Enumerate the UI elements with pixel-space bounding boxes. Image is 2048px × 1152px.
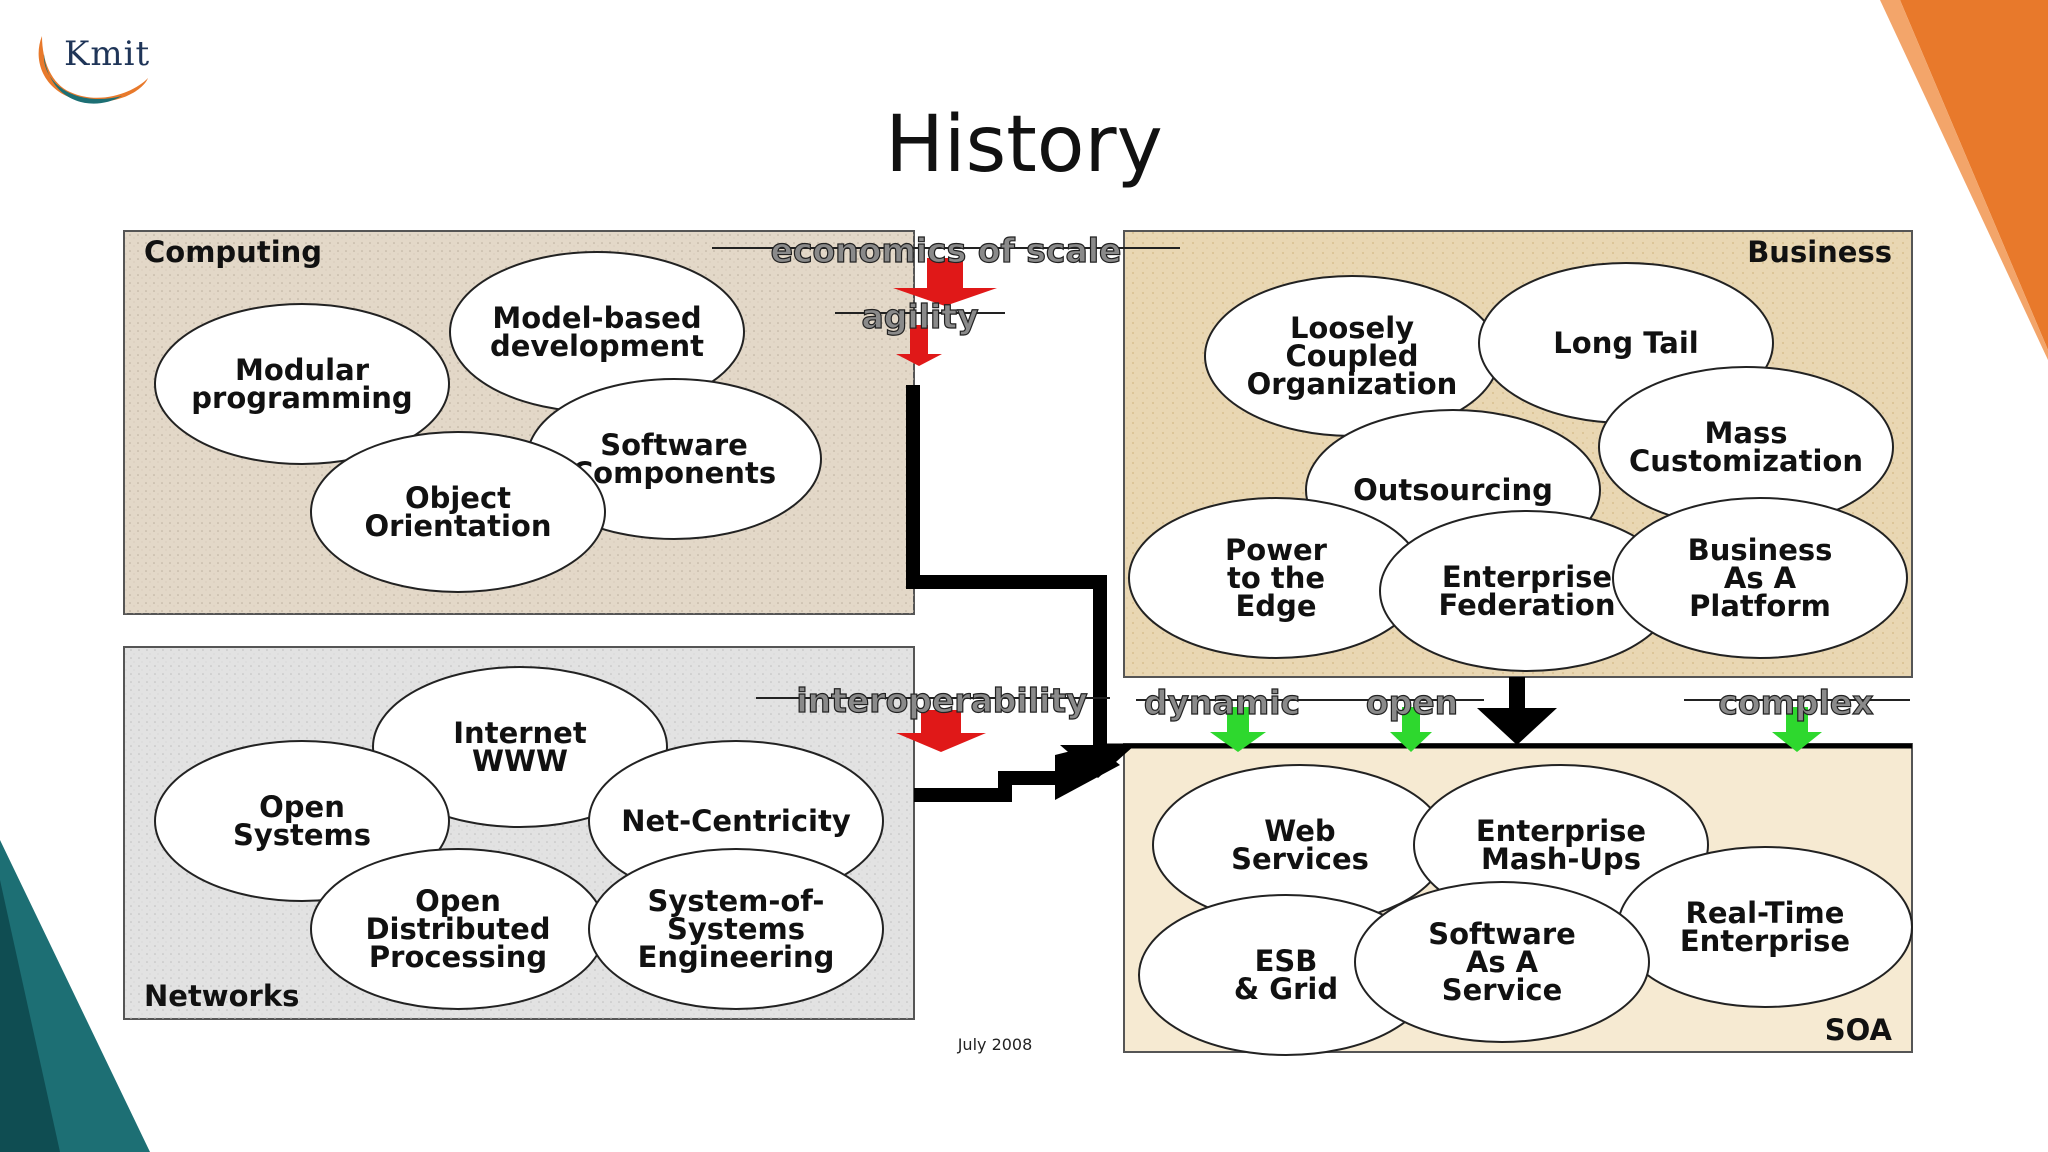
business-bubble-label: Enterprise — [1442, 560, 1612, 594]
computing-bubble-label: Components — [572, 456, 776, 490]
computing-bubble-label: Orientation — [364, 509, 551, 543]
red-arrow-agility — [896, 325, 942, 366]
kmit-logo: Kmit — [30, 26, 160, 116]
soa-bubble-label: As A — [1466, 945, 1539, 979]
business-bubble-label: Power — [1225, 533, 1328, 567]
driver-economics-of-scale: economics of scale — [771, 231, 1122, 270]
networks-bubble-label: Engineering — [638, 940, 835, 974]
computing-bubble-label: Software — [600, 428, 748, 462]
driver-labels: economics of scale agility interoperabil… — [712, 230, 1910, 723]
red-arrow-interoperability — [896, 710, 986, 752]
soa-label: SOA — [1825, 1013, 1893, 1047]
business-bubble-label: to the — [1227, 561, 1325, 595]
soa-bubble-label: Services — [1231, 842, 1369, 876]
business-bubble-label: Loosely — [1290, 311, 1414, 345]
business-bubble-label: Federation — [1439, 588, 1616, 622]
networks-bubble-label: Net-Centricity — [621, 804, 851, 838]
business-bubble-label: Organization — [1247, 367, 1458, 401]
business-bubble-label: As A — [1724, 561, 1797, 595]
driver-complex: complex — [1718, 683, 1873, 722]
business-bubble-label: Business — [1688, 533, 1833, 567]
driver-interoperability: interoperability — [796, 681, 1087, 720]
computing-bubble-label: programming — [191, 381, 412, 415]
logo-text: Kmit — [64, 34, 151, 74]
red-arrow-economics — [893, 258, 997, 306]
business-label: Business — [1747, 235, 1892, 269]
business-bubble-label: Mass — [1705, 416, 1788, 450]
soa-bubble-label: Real-Time — [1686, 896, 1845, 930]
business-bubble-label: Customization — [1629, 444, 1863, 478]
computing-bubble-label: Modular — [235, 353, 370, 387]
soa-bubble-label: Enterprise — [1476, 814, 1646, 848]
networks-bubble-shape — [588, 848, 884, 1010]
networks-bubble-label: Internet — [453, 716, 587, 750]
business-bubble-label: Long Tail — [1553, 326, 1698, 360]
teal-corner-decoration — [0, 840, 150, 1152]
driver-open: open — [1366, 683, 1458, 722]
soa-bubble-label: Service — [1442, 973, 1563, 1007]
business-to-soa-arrowhead — [1477, 708, 1557, 745]
green-arrow-dynamic — [1210, 707, 1266, 752]
soa-bubble-label: ESB — [1255, 944, 1318, 978]
soa-bubble-label: Enterprise — [1680, 924, 1850, 958]
green-arrow-complex — [1772, 707, 1822, 752]
bubble-group: Model-baseddevelopmentModularprogramming… — [154, 251, 1913, 1056]
soa-bubble: ESB& Grid — [1138, 894, 1434, 1056]
business-bubble-label: Outsourcing — [1353, 473, 1553, 507]
soa-bubble-label: & Grid — [1234, 972, 1338, 1006]
networks-bubble-shape — [372, 666, 668, 828]
networks-bubble-label: System-of- — [648, 884, 825, 918]
networks-bubble-label: Systems — [233, 818, 371, 852]
networks-label: Networks — [144, 979, 299, 1013]
soa-bubble-label: Web — [1264, 814, 1335, 848]
business-bubble-shape — [1612, 497, 1908, 659]
business-bubble-label: Coupled — [1286, 339, 1419, 373]
networks-bubble-label: Open — [259, 790, 345, 824]
business-bubble-label: Edge — [1236, 589, 1317, 623]
soa-bubble-label: Software — [1428, 917, 1576, 951]
business-bubble-label: Platform — [1689, 589, 1831, 623]
logo-swoosh-icon — [38, 36, 149, 104]
computing-bubble-label: development — [490, 329, 704, 363]
computing-bubble-shape — [310, 431, 606, 593]
computing-bubble-label: Model-based — [492, 301, 701, 335]
networks-bubble-shape — [154, 740, 450, 902]
networks-bubble-label: Processing — [369, 940, 547, 974]
computing-label: Computing — [144, 235, 322, 269]
green-arrow-open — [1390, 707, 1432, 752]
networks-bubble-label: Distributed — [365, 912, 550, 946]
soa-bubble-shape — [1354, 881, 1650, 1043]
driver-agility: agility — [861, 297, 978, 336]
networks-bubble-label: WWW — [472, 744, 568, 778]
footer-date: July 2008 — [957, 1035, 1033, 1054]
orange-corner-decoration — [1880, 0, 2048, 360]
computing-bubble-shape — [154, 303, 450, 465]
networks-to-soa-arrowhead — [1055, 745, 1120, 800]
soa-bubble-label: Mash-Ups — [1481, 842, 1641, 876]
driver-dynamic: dynamic — [1144, 683, 1300, 722]
networks-bubble-label: Open — [415, 884, 501, 918]
slide-title: History — [885, 100, 1163, 190]
networks-bubble-label: Systems — [667, 912, 805, 946]
computing-bubble-label: Object — [405, 481, 511, 515]
